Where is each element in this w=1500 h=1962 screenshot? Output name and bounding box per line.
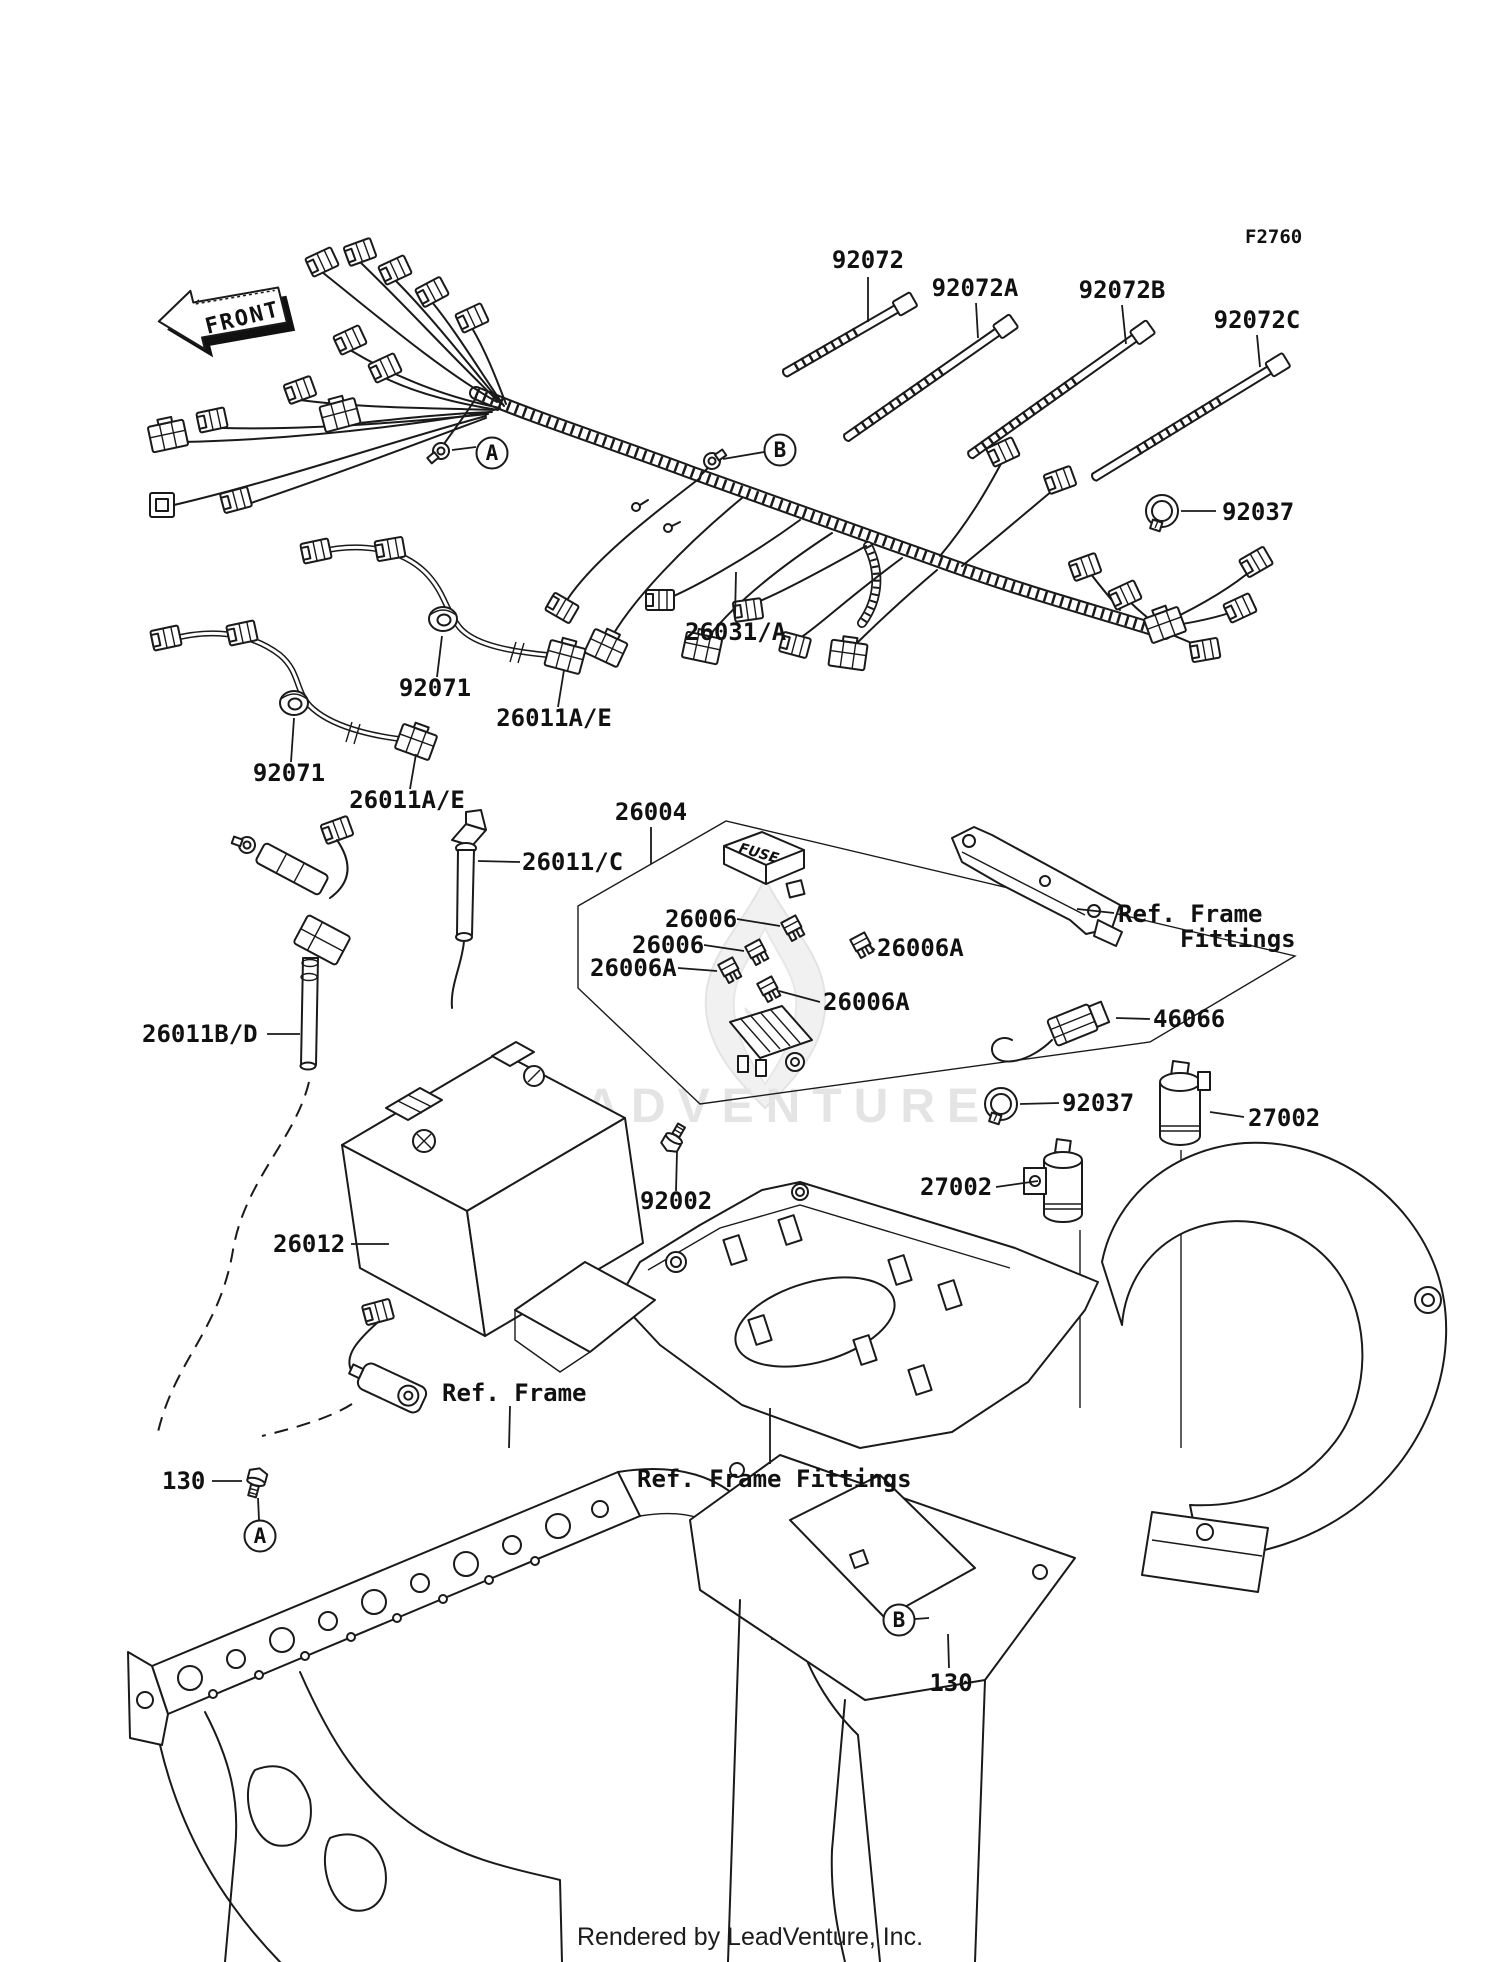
- fender-drawing: [1101, 1141, 1448, 1593]
- marker-b-bottom: B: [882, 1603, 916, 1637]
- figure-code: F2760: [1245, 226, 1302, 248]
- bolt-130-left-drawing: [242, 1465, 270, 1500]
- label-27002-left[interactable]: 27002: [920, 1173, 992, 1201]
- label-46066[interactable]: 46066: [1153, 1005, 1225, 1033]
- label-92037-mid[interactable]: 92037: [1062, 1089, 1134, 1117]
- label-26011ae-mid[interactable]: 26011A/E: [496, 704, 612, 732]
- label-92071-mid[interactable]: 92071: [399, 674, 471, 702]
- marker-a-bottom-text: A: [254, 1524, 267, 1548]
- label-92072[interactable]: 92072: [832, 246, 904, 274]
- cable-tie-92072c: [1091, 352, 1291, 482]
- label-92002[interactable]: 92002: [640, 1187, 712, 1215]
- label-27002-right[interactable]: 27002: [1248, 1104, 1320, 1132]
- label-26004[interactable]: 26004: [615, 798, 687, 826]
- marker-b-top: B: [763, 433, 797, 467]
- front-arrow: FRONT: [157, 286, 296, 358]
- cable-26011bd-drawing: [157, 814, 355, 1433]
- main-harness-drawing: [145, 236, 1275, 672]
- subharness-left-drawing: [149, 619, 441, 762]
- label-ref-frame-fittings-right-2[interactable]: Fittings: [1180, 925, 1296, 953]
- label-ref-frame[interactable]: Ref. Frame: [442, 1379, 587, 1407]
- label-92072a[interactable]: 92072A: [932, 274, 1019, 302]
- marker-b-top-text: B: [774, 438, 787, 462]
- cable-tie-92072b: [967, 319, 1156, 460]
- cable-tie-92072a: [843, 313, 1019, 442]
- label-26012[interactable]: 26012: [273, 1230, 345, 1258]
- solenoid-left-drawing: [1023, 1138, 1083, 1408]
- label-ref-frame-fittings-bottom[interactable]: Ref. Frame Fittings: [637, 1465, 912, 1493]
- marker-a-bottom: A: [243, 1519, 277, 1553]
- label-92037-top[interactable]: 92037: [1222, 498, 1294, 526]
- label-26011ae-left[interactable]: 26011A/E: [349, 786, 465, 814]
- subharness-mid-drawing: [299, 535, 589, 676]
- label-26011c[interactable]: 26011/C: [522, 848, 623, 876]
- footer-credit: Rendered by LeadVenture, Inc.: [577, 1923, 923, 1951]
- label-26006-1[interactable]: 26006: [665, 905, 737, 933]
- marker-a-top-text: A: [486, 441, 499, 465]
- label-26011bd[interactable]: 26011B/D: [142, 1020, 258, 1048]
- label-92072c[interactable]: 92072C: [1214, 306, 1301, 334]
- label-130-right[interactable]: 130: [929, 1669, 972, 1697]
- label-26006a-right[interactable]: 26006A: [877, 934, 964, 962]
- frame-drawing: [127, 1454, 1076, 1962]
- label-ref-frame-fittings-right-1[interactable]: Ref. Frame: [1118, 900, 1263, 928]
- clamp-mid-drawing: [984, 1087, 1018, 1126]
- bracket-drawing: [951, 826, 1123, 947]
- part-labels: 92072 92072A 92072B 92072C 92037 26031/A…: [142, 246, 1320, 1697]
- label-130-left[interactable]: 130: [162, 1467, 205, 1495]
- marker-a-top: A: [475, 436, 509, 470]
- solenoid-right-drawing: [1159, 1059, 1211, 1448]
- cable-26011c-drawing: [450, 809, 487, 1009]
- label-26006a-bottom[interactable]: 26006A: [823, 988, 910, 1016]
- relay-drawing: [261, 1297, 428, 1437]
- label-92071-left[interactable]: 92071: [253, 759, 325, 787]
- clamp-top-drawing: [1145, 494, 1179, 533]
- marker-b-bottom-text: B: [893, 1608, 906, 1632]
- cable-tie-92072: [782, 291, 918, 378]
- connector-46066-drawing: [990, 1000, 1111, 1063]
- battery-drawing: [341, 1041, 644, 1337]
- label-26006a-left[interactable]: 26006A: [590, 954, 677, 982]
- fusebox-area-drawing: FUSE: [577, 820, 1297, 1105]
- label-92072b[interactable]: 92072B: [1079, 276, 1166, 304]
- label-26006-2[interactable]: 26006: [632, 931, 704, 959]
- tray-drawing: [514, 1181, 1099, 1449]
- leader-lines: [212, 277, 1261, 1669]
- label-26031a[interactable]: 26031/A: [685, 618, 787, 646]
